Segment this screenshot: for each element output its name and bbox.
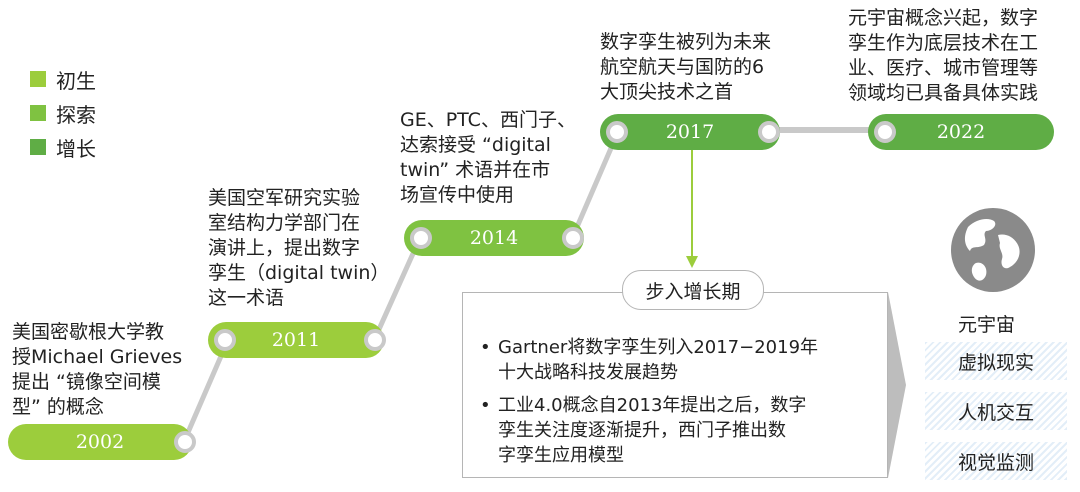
legend-swatch-initial [30,71,46,87]
legend-label-growth: 增长 [56,136,96,161]
globe-icon [951,208,1035,292]
bullet-dot: • [480,395,491,416]
callout-bullet-line: 十大战略科技发展趋势 [498,362,678,383]
milestone-2011-line: 孪生（digital twin） [208,262,390,284]
callout-bullet-line: 孪生关注度逐渐提升，西门子推出数 [498,420,786,441]
connector-2014-2017 [571,129,621,237]
connector-knob-2014-right [562,227,584,249]
legend-swatch-growth [30,139,46,155]
metaverse-item-label: 视觉监测 [957,451,1034,474]
milestone-2011-line: 室结构力学部门在 [208,212,361,234]
connector-knob-2022 [874,121,896,143]
connector-knob-2017-left [606,121,628,143]
connector-knob-2011-right [364,329,386,351]
legend-label-explore: 探索 [56,102,96,127]
milestone-2022-line: 业、医疗、城市管理等 [848,57,1039,79]
milestone-2014-line: GE、PTC、西门子、 [400,109,576,131]
milestone-2022-line: 孪生作为底层技术在工 [848,32,1039,54]
bullet-dot: • [480,337,491,358]
legend-item-initial: 初生 [30,62,96,96]
year-pill-2011: 2011 [208,322,384,358]
milestone-2017-line: 航空航天与国防的6 [600,56,765,78]
callout-bullet-text: 工业4.0概念自2013年提出之后，数字 孪生关注度逐渐提升，西门子推出数 字孪… [498,393,806,468]
year-label-2011: 2011 [271,329,321,351]
legend: 初生 探索 增长 [30,62,96,164]
milestone-text-2022: 元宇宙概念兴起，数字 孪生作为底层技术在工 业、医疗、城市管理等 领域均已具备具… [848,6,1038,106]
milestone-2017-line: 数字孪生被列为未来 [600,31,772,53]
callout-bullet-text: Gartner将数字孪生列入2017−2019年 十大战略科技发展趋势 [498,335,818,385]
milestone-2002-line: 型” 的概念 [12,396,104,418]
metaverse-item-hci: 人机交互 [925,392,1067,430]
milestone-text-2017: 数字孪生被列为未来 航空航天与国防的6 大顶尖技术之首 [600,30,771,105]
callout-bullet: • 工业4.0概念自2013年提出之后，数字 孪生关注度逐渐提升，西门子推出数 … [480,393,876,468]
metaverse-item-label: 虚拟现实 [957,351,1034,374]
year-label-2002: 2002 [75,431,125,453]
milestone-text-2002: 美国密歇根大学教 授Michael Grieves 提出 “镜像空间模 型” 的… [12,320,182,420]
growth-callout-box [462,292,888,478]
milestone-text-2011: 美国空军研究实验 室结构力学部门在 演讲上，提出数字 孪生（digital tw… [208,186,389,311]
milestone-2002-line: 美国密歇根大学教 [12,321,165,343]
connector-knob-2011-left [214,329,236,351]
growth-callout-title: 步入增长期 [622,270,764,310]
callout-arrow [888,292,906,478]
callout-bullet: • Gartner将数字孪生列入2017−2019年 十大战略科技发展趋势 [480,335,876,385]
milestone-2022-line: 领域均已具备具体实践 [848,82,1039,104]
milestone-2002-line: 授Michael Grieves [12,346,183,368]
callout-bullet-line: 字孪生应用模型 [498,445,624,466]
legend-item-explore: 探索 [30,96,96,130]
year-pill-2017: 2017 [600,114,780,150]
milestone-2002-line: 提出 “镜像空间模 [12,371,161,393]
milestone-2011-line: 美国空军研究实验 [208,187,361,209]
legend-item-growth: 增长 [30,130,96,164]
metaverse-item-visual: 视觉监测 [925,442,1067,480]
metaverse-item-vr: 虚拟现实 [925,342,1067,380]
growth-callout-bullets: • Gartner将数字孪生列入2017−2019年 十大战略科技发展趋势 • … [480,335,876,476]
callout-bullet-line: Gartner将数字孪生列入2017−2019年 [498,337,819,358]
milestone-text-2014: GE、PTC、西门子、 达索接受 “digital twin” 术语并在市 场宣… [400,108,576,208]
metaverse-item-label: 人机交互 [957,401,1034,424]
year-label-2014: 2014 [469,227,519,249]
year-pill-2014: 2014 [404,220,584,256]
connector-knob-2014-left [410,227,432,249]
metaverse-title: 元宇宙 [958,314,1016,336]
milestone-2022-line: 元宇宙概念兴起，数字 [848,7,1039,29]
milestone-2017-line: 大顶尖技术之首 [600,81,734,103]
year-label-2017: 2017 [665,121,715,143]
milestone-2011-line: 演讲上，提出数字 [208,237,361,259]
year-label-2022: 2022 [936,121,986,143]
milestone-2014-line: 达索接受 “digital [400,134,551,156]
milestone-2011-line: 这一术语 [208,287,285,309]
year-pill-2002: 2002 [8,424,192,460]
legend-label-initial: 初生 [56,68,96,93]
connector-knob-2017-right [758,121,780,143]
milestone-2014-line: twin” 术语并在市 [400,159,551,181]
connector-2011-2014 [373,235,423,339]
arrow-2017-down-head [686,256,698,268]
legend-swatch-explore [30,105,46,121]
year-pill-2022: 2022 [868,114,1054,150]
milestone-2014-line: 场宣传中使用 [400,184,515,206]
connector-knob-2002 [174,431,196,453]
callout-bullet-line: 工业4.0概念自2013年提出之后，数字 [498,395,807,416]
